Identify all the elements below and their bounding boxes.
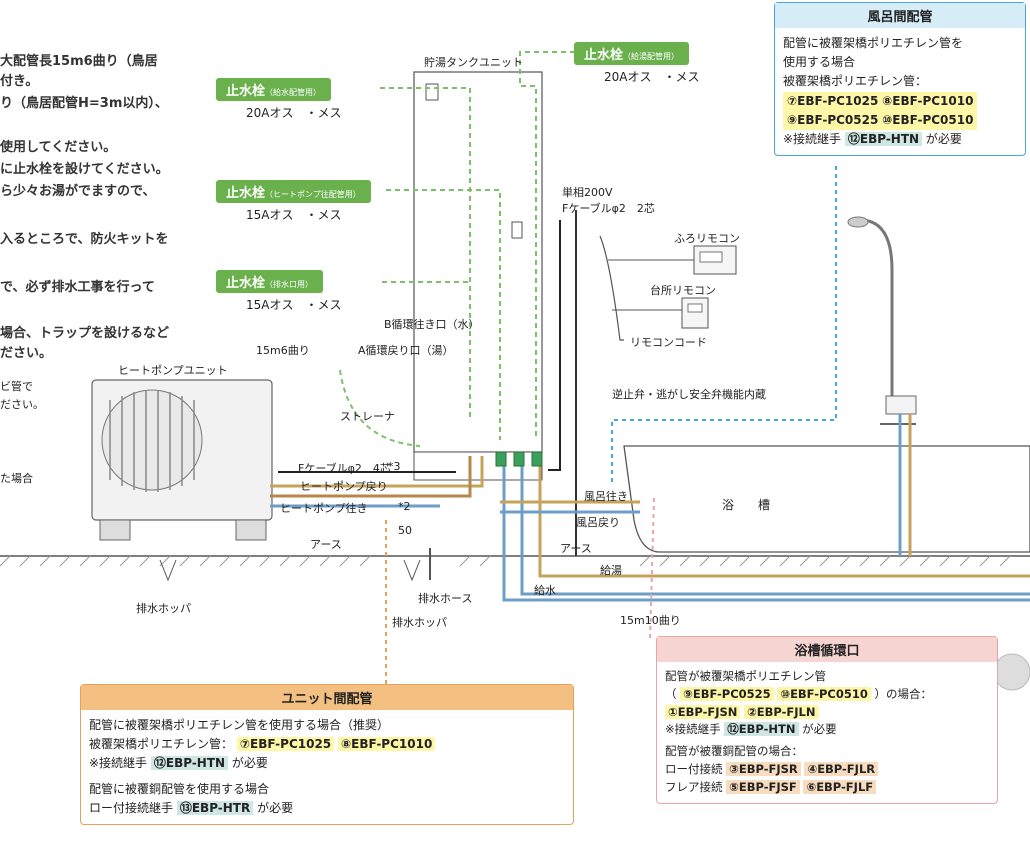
f-cable-hp-label: Fケーブルφ2 4芯 <box>298 462 391 475</box>
bathtub-label: 浴 槽 <box>722 498 771 512</box>
valve-spec-heatpump: 15Aオス ・メス <box>246 208 342 222</box>
bath-pipe-parts-row2: ⑨EBF-PC0525 ⑩EBF-PC0510 <box>783 110 978 130</box>
unit-pipe-line3: 配管に被覆銅配管を使用する場合 <box>89 781 270 796</box>
strainer-label: ストレーナ <box>340 410 395 423</box>
note-line-5: に止水栓を設けてください。 <box>0 162 169 177</box>
small-note-1: ビ管で <box>0 380 33 393</box>
earth-label-1: アース <box>310 538 342 551</box>
tank-unit-label: 貯湯タンクユニット <box>424 56 523 69</box>
water-supply-label: 給水 <box>534 584 556 597</box>
bath-back-label: 風呂戻り <box>576 516 620 529</box>
bath-pipe-box-title: 風呂間配管 <box>775 3 1025 28</box>
drain-hopper-label-1: 排水ホッパ <box>136 602 191 615</box>
kitchen-remote-device <box>681 297 709 329</box>
note-line-2: 付き。 <box>0 74 39 89</box>
bath-pipe-line3: 被覆架橋ポリエチレン管： <box>783 74 928 89</box>
hot-supply-label: 給湯 <box>600 564 622 577</box>
shower-hose <box>859 218 894 396</box>
note-line-8: で、必ず排水工事を行って <box>0 280 155 295</box>
unit-pipe-box: ユニット間配管 配管に被覆架橋ポリエチレン管を使用する場合（推奨） 被覆架橋ポリ… <box>80 684 574 825</box>
note-line-6: ら少々お湯がでますので、 <box>0 184 156 199</box>
small-note-2: ださい。 <box>0 398 44 411</box>
bath-port-line1: 配管が被覆架橋ポリエチレン管 <box>665 669 826 683</box>
check-valve-label: 逆止弁・逃がし安全弁機能内蔵 <box>612 388 766 401</box>
unit-pipe-braze-row: ロー付接続継手 ⑬EBP-HTR が必要 <box>89 800 294 815</box>
bath-pipe-joint-row: ※接続継手 ⑫EBP-HTN が必要 <box>783 131 962 146</box>
bath-port-braze-row: ロー付接続 ③EBP-FJSR ④EBP-FJLR <box>665 761 989 779</box>
star2-label: *2 <box>398 500 411 513</box>
bath-pipe-box: 風呂間配管 配管に被覆架橋ポリエチレン管を 使用する場合 被覆架橋ポリエチレン管… <box>774 2 1026 157</box>
bath-pipe-line2: 使用する場合 <box>783 55 856 70</box>
f-cable-label: Fケーブルφ2 2芯 <box>562 202 655 215</box>
bath-port-parts-row: （ ⑨EBF-PC0525 ⑩EBF-PC0510 ）の場合： <box>665 686 932 701</box>
unit-pipe-joint-row: ※接続継手 ⑫EBP-HTN が必要 <box>89 756 268 771</box>
bath-remote-label: ふろリモコン <box>674 232 740 245</box>
bath-pipe-parts-row1: ⑦EBF-PC1025 ⑧EBF-PC1010 <box>783 91 978 111</box>
b-port-label: B循環往き口（水） <box>384 318 480 331</box>
bend-15m10-label: 15m10曲り <box>620 614 681 627</box>
earth-label-2: アース <box>560 542 592 555</box>
bath-port-box-title: 浴槽循環口 <box>657 637 997 662</box>
star3-label: *3 <box>388 460 401 473</box>
valve-spec-hotwater: 20Aオス ・メス <box>604 70 700 84</box>
unit-pipe-parts-row: 被覆架橋ポリエチレン管： ⑦EBF-PC1025 ⑧EBF-PC1010 <box>89 735 565 754</box>
drain-hopper-label-2: 排水ホッパ <box>392 616 447 629</box>
valve-tag-supply: 止水栓（給水配管用） <box>216 78 332 101</box>
bathtub-shape <box>623 445 1030 553</box>
valve-spec-drain: 15Aオス ・メス <box>246 298 342 312</box>
note-line-3: り（鳥居配管H=3m以内）、 <box>0 96 168 111</box>
bath-pipe-line1: 配管に被覆架橋ポリエチレン管を <box>783 36 964 50</box>
note-line-7: 入るところで、防火キットを <box>0 232 169 247</box>
bath-port-fitting-row: ①EBP-FJSN ②EBP-FJLN <box>665 704 989 722</box>
remote-cord-label: リモコンコード <box>630 336 707 349</box>
heat-pump-unit <box>91 379 273 541</box>
note-line-1: 大配管長15m6曲り（鳥居 <box>0 54 158 69</box>
valve-tag-drain: 止水栓（排水口用） <box>216 270 324 293</box>
drain-hose-label: 排水ホース <box>418 592 473 605</box>
bath-port-box: 浴槽循環口 配管が被覆架橋ポリエチレン管 （ ⑨EBF-PC0525 ⑩EBF-… <box>656 636 998 804</box>
valve-spec-supply: 20Aオス ・メス <box>246 106 342 120</box>
note-line-10: ださい。 <box>0 346 53 361</box>
note-line-4: 使用してください。 <box>0 140 117 155</box>
bath-port-joint-row: ※接続継手 ⑫EBP-HTN が必要 <box>665 722 837 737</box>
valve-tag-heatpump: 止水栓（ヒートポンプ往配管用） <box>216 180 371 203</box>
bath-port-line2: 配管が被覆銅配管の場合： <box>665 744 803 759</box>
tank-unit <box>413 71 543 453</box>
small-note-3: た場合 <box>0 472 33 485</box>
hp-unit-label: ヒートポンプユニット <box>118 364 228 377</box>
a-port-label: A循環戻り口（湯） <box>358 344 454 357</box>
kitchen-remote-label: 台所リモコン <box>650 284 716 297</box>
note-line-9: 場合、トラップを設けるなど <box>0 326 170 341</box>
power-label: 単相200V <box>562 186 613 199</box>
valve-tag-hotwater: 止水栓（給湯配管用） <box>574 42 690 65</box>
hp-return-label: ヒートポンプ戻り <box>300 480 388 493</box>
unit-pipe-box-title: ユニット間配管 <box>81 685 573 710</box>
ground-line <box>0 555 1030 567</box>
page-marker-circle <box>993 653 1030 691</box>
bend-15m6-label: 15m6曲り <box>256 344 310 357</box>
bath-port-flare-row: フレア接続 ⑤EBP-FJSF ⑥EBP-FJLF <box>665 779 989 797</box>
hp-supply-label: ヒートポンプ往き <box>280 502 368 515</box>
bath-out-label: 風呂往き <box>584 490 628 503</box>
unit-pipe-line1: 配管に被覆架橋ポリエチレン管を使用する場合（推奨） <box>89 718 390 732</box>
dim-50-label: 50 <box>398 524 412 537</box>
